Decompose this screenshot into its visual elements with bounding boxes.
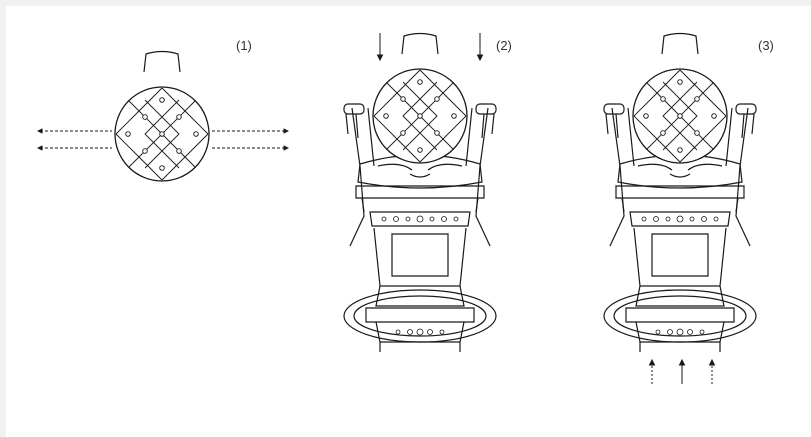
step-2-down-arrows [376,33,484,62]
step-2-chair [343,32,497,353]
step-1-label: (1) [236,38,252,53]
step-2-label: (2) [496,38,512,53]
step-3-up-arrows [648,358,716,384]
step-3-chair [603,32,757,353]
step-3-label: (3) [758,38,774,53]
step-1-backrest [114,50,210,182]
step-1-guide-lines [36,128,290,151]
